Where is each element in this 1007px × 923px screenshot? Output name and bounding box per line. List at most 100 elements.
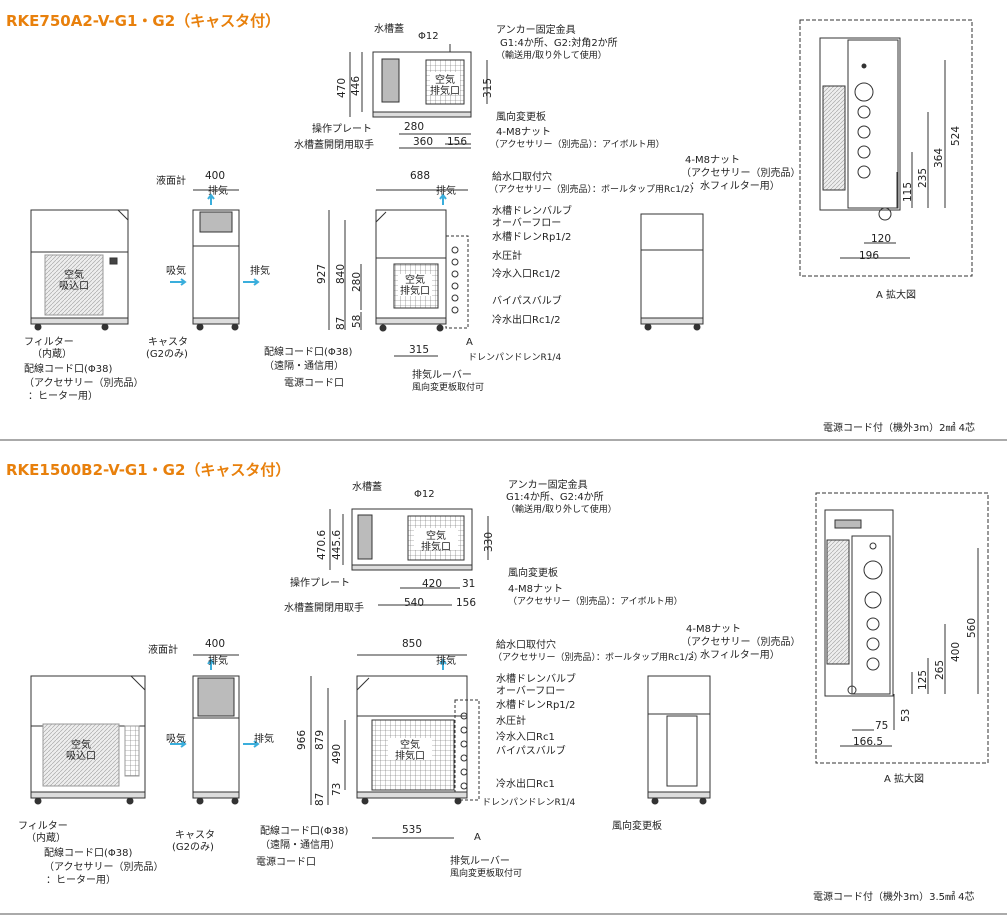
s2-m8-nut-label: 4-M8ナット: [508, 584, 563, 595]
s1-power-port-label: 電源コード口: [284, 378, 344, 389]
s2-outlet-label: 冷水出口Rc1: [496, 779, 555, 790]
s1-anchor-note1: G1:4か所、G2:対角2か所: [500, 38, 618, 49]
s1-back-m8-note1: （アクセサリー（別売品）: [681, 168, 801, 179]
s1-dim-87: 87: [335, 316, 347, 330]
s1-dim-156: 156: [447, 136, 468, 148]
s2-top-view: [329, 508, 489, 606]
s2-bypass-label: バイパスバルブ: [496, 746, 566, 757]
s2-caster-note: (G2のみ): [172, 842, 214, 853]
section2-title: RKE1500B2-V-G1・G2（キャスタ付）: [6, 461, 291, 479]
s2-drain-valve-label: 水槽ドレンバルブ: [496, 674, 576, 685]
s2-dim-400: 400: [205, 638, 226, 650]
s2-dim-156: 156: [456, 597, 477, 609]
s2-footer: 電源コード付（機外3m）3.5㎟ 4芯: [813, 892, 975, 903]
s2-dim-966: 966: [296, 729, 308, 750]
s2-dim-87: 87: [314, 792, 326, 806]
s1-top-operation-panel: [381, 58, 400, 103]
s2-cord-note2: ：ヒーター用）: [46, 875, 116, 886]
s1-level-gauge-label: 液面計: [156, 176, 186, 187]
s1-water-tank-lid-label: 水槽蓋: [374, 24, 404, 35]
s1-supply-port-label: 給水口取付穴: [492, 172, 552, 183]
s2-left-view: [30, 675, 146, 805]
s1-caster-label: キャスタ: [148, 337, 188, 348]
s1-bypass-label: バイパスバルブ: [492, 296, 562, 307]
s2-dim-445-6: 445.6: [331, 529, 343, 560]
s1-left-view: [30, 209, 129, 331]
s1-dim-364: 364: [933, 147, 945, 168]
s1-filter-note: （内蔵）: [32, 349, 72, 360]
s1-top-view: [349, 44, 488, 149]
s1-right-view: [328, 189, 469, 357]
s2-back-m8-note1: （アクセサリー（別売品）: [681, 637, 801, 648]
s2-top-air-exhaust: 空気 排気口: [421, 531, 451, 553]
s2-right-view: [310, 654, 480, 839]
s2-cord-port-label: 配線コード口(Φ38): [44, 848, 133, 859]
s1-wire-note: （遠隔・通信用）: [264, 361, 344, 372]
s2-front-view: [170, 654, 260, 805]
s2-dim-535: 535: [402, 824, 423, 836]
s1-side-exhaust-label: 排気: [250, 266, 270, 277]
s1-a-mark: A: [466, 337, 473, 348]
s1-dim-120: 120: [871, 233, 892, 245]
s1-footer: 電源コード付（機外3m）2㎟ 4芯: [823, 423, 976, 434]
s2-overflow-label: オーバーフロー: [496, 686, 566, 697]
s2-inlet-label: 冷水入口Rc1: [496, 732, 555, 743]
s1-top-air-exhaust: 空気 排気口: [430, 75, 460, 97]
s2-m8-accessory: （アクセサリー（別売品）：アイボルト用）: [508, 597, 683, 607]
s1-pressure-gauge-label: 水圧計: [492, 251, 522, 262]
s1-dim-315: 315: [409, 344, 430, 356]
s2-back-view: [647, 675, 711, 805]
s1-drain-valve-label: 水槽ドレンバルブ: [492, 206, 572, 217]
s1-lid-handle-label: 水槽蓋開閉用取手: [294, 140, 374, 151]
s2-right-exhaust-label: 排気: [436, 656, 456, 667]
s2-dim-75: 75: [875, 720, 889, 732]
s1-caster-note: (G2のみ): [146, 349, 188, 360]
s1-air-inlet-label: 空気 吸込口: [59, 270, 89, 292]
s1-m8-accessory: （アクセサリー（別売品）：アイボルト用）: [490, 140, 665, 150]
s2-wind-plate-label: 風向変更板: [508, 568, 558, 579]
s1-inlet-label: 冷水入口Rc1/2: [492, 269, 561, 280]
s2-back-m8-nut: 4-M8ナット: [686, 624, 741, 635]
s1-louver-label: 排気ルーバー: [412, 370, 472, 381]
s2-a-mark: A: [474, 832, 481, 843]
s2-intake-label: 吸気: [166, 734, 186, 745]
s2-dim-400v: 400: [950, 641, 962, 662]
s1-dim-196: 196: [859, 250, 880, 262]
s1-anchor-note2: （輸送用/取り外して使用）: [496, 51, 607, 61]
s2-dim-879: 879: [314, 729, 326, 750]
s2-dim-560: 560: [966, 617, 978, 638]
s2-dim-330: 330: [483, 531, 495, 552]
s2-tank-drain-label: 水槽ドレンRp1/2: [496, 700, 576, 711]
s1-front-view: [170, 189, 260, 331]
s2-right-air-exhaust: 空気 排気口: [395, 740, 425, 762]
s1-supply-note: （アクセサリー（別売品）：ボールタップ用Rc1/2）: [489, 185, 699, 195]
s2-wire-port-label: 配線コード口(Φ38): [260, 826, 349, 837]
s1-filter-label: フィルター: [24, 337, 74, 348]
s1-dim-840: 840: [335, 263, 347, 284]
s2-filter-label: フィルター: [18, 821, 68, 832]
s1-dim-58: 58: [351, 314, 363, 328]
s2-water-tank-lid-label: 水槽蓋: [352, 482, 382, 493]
s1-back-m8-nut: 4-M8ナット: [685, 155, 740, 166]
s2-lid-handle-label: 水槽蓋開閉用取手: [284, 603, 364, 614]
s2-louver-label: 排気ルーバー: [450, 856, 510, 867]
s2-detail-view: [815, 492, 989, 764]
s1-dim-688: 688: [410, 170, 431, 182]
s1-dim-280v: 280: [351, 271, 363, 292]
s1-dim-400: 400: [205, 170, 226, 182]
s1-wire-port-label: 配線コード口(Φ38): [264, 347, 353, 358]
s1-dim-927: 927: [316, 263, 328, 284]
s1-dim-115: 115: [902, 181, 914, 202]
s2-dim-850: 850: [402, 638, 423, 650]
s1-detail-view: [799, 19, 973, 277]
s1-dim-360: 360: [413, 136, 434, 148]
s1-louver-note: 風向変更板取付可: [412, 383, 485, 393]
s1-drain-pan-label: ドレンパンドレンR1/4: [468, 353, 562, 363]
s1-front-exhaust-label: 排気: [208, 186, 228, 197]
s2-air-inlet-label: 空気 吸込口: [66, 740, 96, 762]
s2-dim-166-5: 166.5: [853, 736, 884, 748]
s2-back-wind-plate: 風向変更板: [612, 821, 662, 832]
s2-level-gauge-label: 液面計: [148, 645, 178, 656]
section1-title: RKE750A2-V-G1・G2（キャスタ付）: [6, 12, 281, 30]
